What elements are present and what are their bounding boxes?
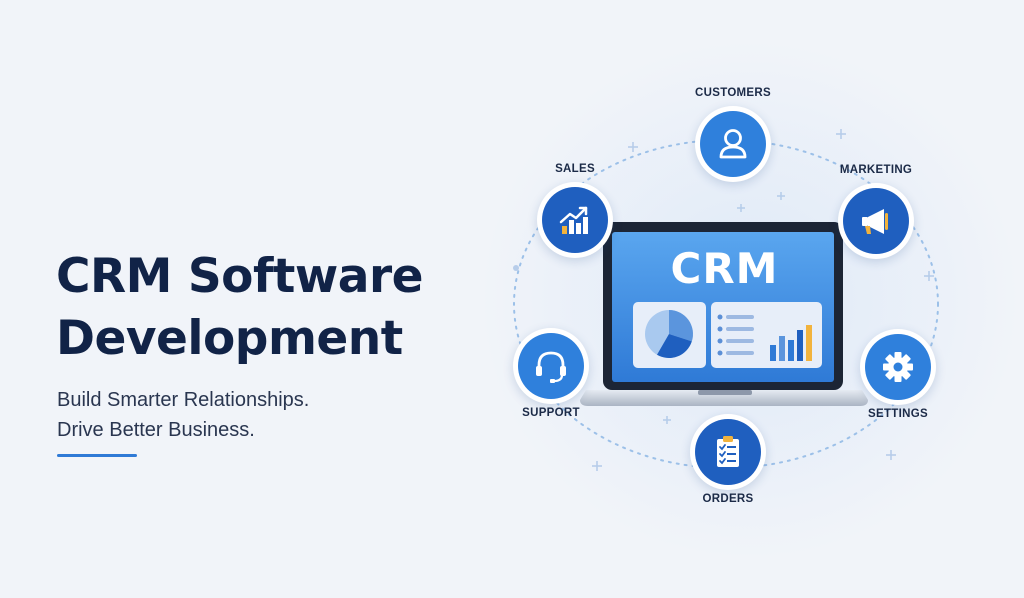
accent-underline (57, 454, 137, 457)
settings-node[interactable] (860, 329, 936, 405)
tagline: Build Smarter Relationships. Drive Bette… (57, 385, 309, 445)
sales-label: SALES (555, 163, 595, 175)
sparkle-icon (924, 271, 934, 281)
user-icon (719, 129, 747, 159)
report-card (711, 302, 822, 368)
orders-node[interactable] (690, 414, 766, 490)
laptop (580, 222, 868, 406)
sparkle-icons (513, 129, 934, 471)
megaphone-icon (862, 209, 888, 234)
sparkle-icon (836, 129, 846, 139)
pie-chart-icon (645, 310, 693, 358)
tagline-line-1: Build Smarter Relationships. (57, 389, 310, 411)
page-title-line-2: Development (56, 311, 403, 366)
bar-chart-icon (770, 325, 812, 361)
customers-node[interactable] (695, 106, 771, 182)
support-node[interactable] (513, 328, 589, 404)
clipboard-checklist-icon (717, 436, 739, 467)
growth-chart-icon (559, 206, 588, 234)
list-lines-icon (717, 314, 754, 356)
customers-node-circle (700, 111, 766, 177)
sparkle-icon (663, 416, 671, 424)
sales-node-circle (542, 187, 608, 253)
orders-label: ORDERS (702, 493, 754, 505)
marketing-node[interactable] (838, 183, 914, 259)
settings-node-circle (865, 334, 931, 400)
sparkle-icon (592, 461, 602, 471)
sparkle-icon (886, 450, 896, 460)
sparkle-icon (777, 192, 785, 200)
headset-icon (536, 351, 566, 383)
laptop-screen-title: CRM (670, 244, 779, 293)
sales-node[interactable] (537, 182, 613, 258)
orders-node-circle (695, 419, 761, 485)
gear-icon (883, 352, 913, 382)
page-title-line-1: CRM Software (56, 249, 424, 304)
sparkle-icon (628, 142, 638, 152)
tagline-line-2: Drive Better Business. (57, 419, 255, 441)
page-title: CRM Software Development (56, 246, 424, 370)
sparkle-icon (737, 204, 745, 212)
marketing-node-circle (843, 188, 909, 254)
customers-label: CUSTOMERS (695, 87, 771, 99)
settings-label: SETTINGS (868, 408, 928, 420)
support-label: SUPPORT (522, 407, 580, 419)
support-node-circle (518, 333, 584, 399)
marketing-label: MARKETING (839, 164, 913, 176)
